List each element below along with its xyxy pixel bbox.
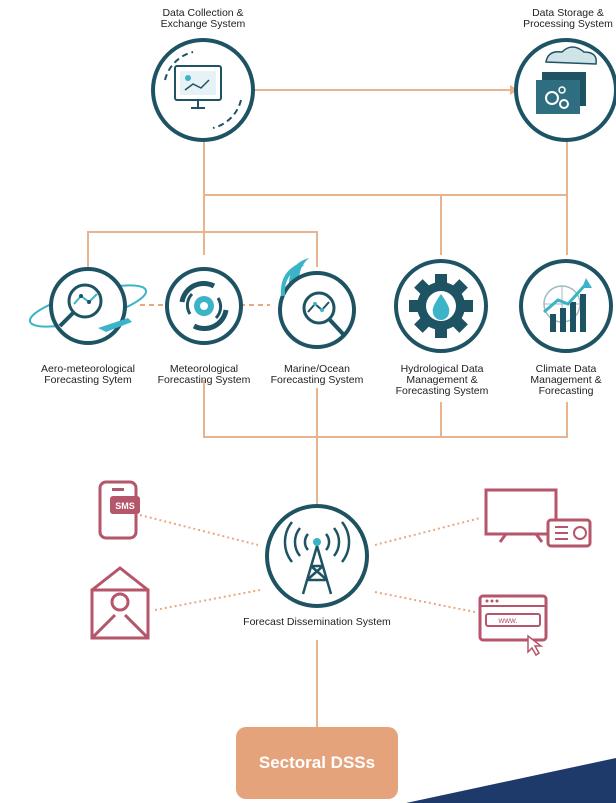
connector-lines <box>87 89 568 727</box>
dissemination-label: Forecast Dissemination System <box>243 616 391 628</box>
corner-decoration <box>406 758 616 803</box>
sms-badge-text: SMS <box>115 501 135 511</box>
hydrological-label: Hydrological Data Management & Forecasti… <box>395 363 489 397</box>
data-storage-node <box>514 38 616 142</box>
climate-label: Climate Data Management & Forecasting <box>530 363 602 397</box>
sectoral-dss-button[interactable]: Sectoral DSSs <box>236 727 398 799</box>
data-collection-node <box>151 38 255 142</box>
meteorological-node <box>165 267 243 345</box>
cyclone-icon <box>179 280 229 332</box>
gear-drop-icon <box>409 274 473 338</box>
marine-node <box>278 258 356 349</box>
hydrological-node <box>394 259 488 353</box>
monitor-icon <box>174 65 222 109</box>
tv-radio-icon <box>484 488 592 548</box>
web-url-text: www. <box>497 616 517 625</box>
data-collection-label: Data Collection & Exchange System <box>160 7 246 30</box>
globe-chart-icon <box>543 278 592 332</box>
dissemination-node <box>265 504 369 608</box>
magnifier-chart-icon <box>58 283 103 328</box>
aero-label: Aero-meteorological Forecasting Sytem <box>41 363 135 386</box>
phone-sms-icon <box>98 480 140 540</box>
meteorological-label: Meteorological Forecasting System <box>157 363 251 386</box>
marine-label: Marine/Ocean Forecasting System <box>270 363 364 386</box>
cloud-server-icon <box>536 46 597 114</box>
web-browser-icon <box>478 594 548 657</box>
magnifier-chart-icon <box>302 291 345 336</box>
aero-node <box>28 267 148 345</box>
refresh-arrows-icon <box>164 51 242 129</box>
antenna-tower-icon <box>283 521 351 595</box>
data-storage-label: Data Storage & Processing System <box>523 7 613 30</box>
dotted-links <box>139 514 481 613</box>
email-envelope-icon <box>90 566 150 640</box>
climate-node <box>519 259 613 353</box>
plane-icon <box>98 318 132 332</box>
